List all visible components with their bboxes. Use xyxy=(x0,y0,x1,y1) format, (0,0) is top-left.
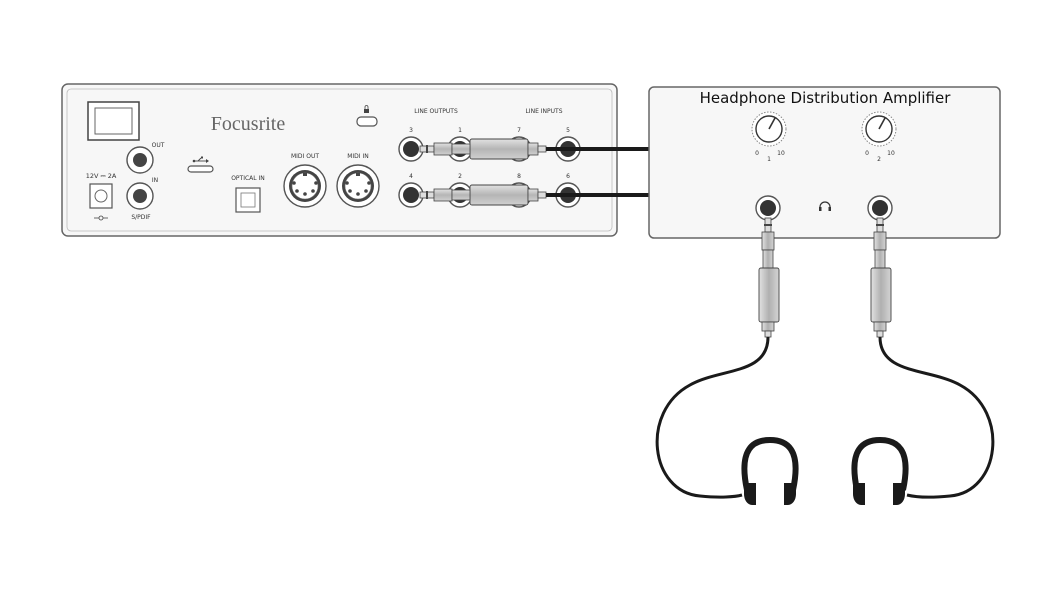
headphones-icon xyxy=(819,201,831,211)
spdif-in-label: IN xyxy=(152,177,158,184)
knob-1-id-label: 1 xyxy=(767,156,771,163)
spdif-out-label: OUT xyxy=(152,142,165,149)
channel-3-label: 3 xyxy=(409,127,413,134)
knob-2-id-label: 2 xyxy=(877,156,881,163)
headband-2 xyxy=(851,436,909,491)
knob-1-max-label: 10 xyxy=(777,150,785,157)
power-label: 12V ⎓ 2A xyxy=(86,172,117,180)
channel-2-label: 2 xyxy=(458,173,462,180)
line-inputs-label: LINE INPUTS xyxy=(525,108,562,115)
usb-icon xyxy=(192,156,209,163)
midi-in-port[interactable] xyxy=(336,164,380,208)
knob-1-min-label: 0 xyxy=(755,150,759,157)
knob-2-min-label: 0 xyxy=(865,150,869,157)
midi-in-label: MIDI IN xyxy=(347,153,369,160)
ear-cup-right-2 xyxy=(893,483,905,505)
spdif-label: S/PDIF xyxy=(131,214,151,221)
kensington-lock-icon xyxy=(364,105,369,113)
focusrite-logo: Focusrite xyxy=(211,113,286,135)
ear-cup-right-1 xyxy=(784,483,796,505)
knob-2-max-label: 10 xyxy=(887,150,895,157)
headphone-cable-1 xyxy=(655,336,770,499)
channel-1-label: 1 xyxy=(458,127,462,134)
spdif-in-hole xyxy=(133,189,147,203)
headphones-1 xyxy=(741,436,799,505)
dc-power-pin xyxy=(94,189,108,203)
headphone-plug-2 xyxy=(870,217,892,338)
kensington-lock-slot[interactable] xyxy=(356,116,378,127)
jack-plug-output-2 xyxy=(419,184,547,206)
headband-1 xyxy=(741,436,799,491)
headphone-jack-2[interactable] xyxy=(867,195,893,221)
interface-inner-outline xyxy=(66,88,613,232)
usb-c-port[interactable] xyxy=(187,165,214,173)
ear-cup-left-2 xyxy=(853,483,865,505)
line-output-3-socket[interactable] xyxy=(398,136,424,162)
volume-knob-2[interactable] xyxy=(861,111,897,147)
channel-8-label: 8 xyxy=(517,173,521,180)
channel-5-label: 5 xyxy=(566,127,570,134)
jack-plug-output-1 xyxy=(419,138,547,160)
midi-out-label: MIDI OUT xyxy=(291,153,319,160)
headphone-cables xyxy=(655,336,995,499)
polarity-icon xyxy=(94,215,108,221)
channel-4-label: 4 xyxy=(409,173,413,180)
line-outputs-label: LINE OUTPUTS xyxy=(414,108,458,115)
headphone-plug-1 xyxy=(758,217,780,338)
channel-7-label: 7 xyxy=(517,127,521,134)
channel-6-label: 6 xyxy=(566,173,570,180)
optical-in-shutter xyxy=(240,192,256,208)
line-cables xyxy=(546,147,650,197)
headphone-amplifier: Headphone Distribution Amplifier 0 10 1 … xyxy=(648,86,1001,239)
midi-out-port[interactable] xyxy=(283,164,327,208)
amplifier-outline xyxy=(648,86,1001,239)
ear-cup-left-1 xyxy=(744,483,756,505)
line-output-4-socket[interactable] xyxy=(398,182,424,208)
optical-in-label: OPTICAL IN xyxy=(231,175,265,182)
headphone-jack-1[interactable] xyxy=(755,195,781,221)
audio-interface-rear-panel: 12V ⎓ 2A OUT IN S/PDIF Focusrite OPTICAL… xyxy=(61,83,618,237)
amplifier-title: Headphone Distribution Amplifier xyxy=(700,89,952,107)
headphone-cable-2 xyxy=(878,336,995,499)
volume-knob-1[interactable] xyxy=(751,111,787,147)
headphones-2 xyxy=(851,436,909,505)
spdif-out-hole xyxy=(133,153,147,167)
power-switch-rocker xyxy=(94,107,133,135)
